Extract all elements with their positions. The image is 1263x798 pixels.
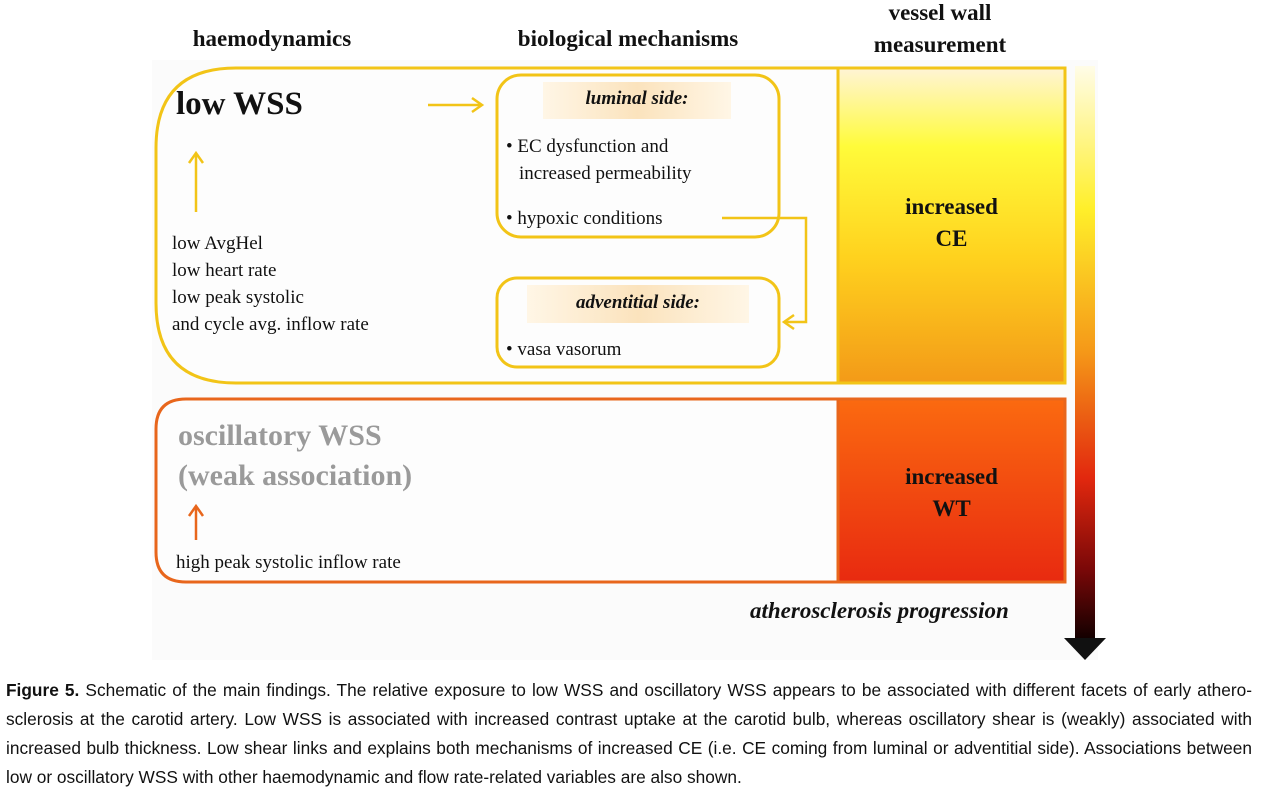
luminal-bullet-ec-line2: increased permeability <box>519 163 692 184</box>
low-wss-factors-up-arrow <box>187 150 205 212</box>
wt-result-box <box>836 397 1067 584</box>
osc-wss-factor-up-arrow <box>187 503 205 540</box>
low-wss-to-mechanisms-arrow <box>428 96 485 114</box>
luminal-bullet-ec-line1: • EC dysfunction and <box>506 136 669 157</box>
wt-result-line1: increased <box>905 464 998 489</box>
luminal-side-heading: luminal side: <box>585 88 689 109</box>
figure-caption: Figure 5. Schematic of the main findings… <box>6 676 1252 792</box>
figure-label: Figure 5. <box>6 680 80 700</box>
luminal-heading-bg <box>543 82 731 119</box>
low-wss-factor-3: low peak systolic <box>172 287 304 308</box>
low-wss-factor-1: low AvgHel <box>172 233 263 254</box>
low-wss-title: low WSS <box>176 86 303 122</box>
caption-text: Schematic of the main findings. The rela… <box>6 680 1252 787</box>
osc-wss-title-line1: oscillatory WSS <box>178 419 382 452</box>
progression-arrow <box>1064 66 1106 660</box>
ce-result-line1: increased <box>905 194 998 219</box>
haemodynamics-header: haemodynamics <box>192 26 352 51</box>
adventitial-heading-bg <box>527 285 749 323</box>
luminal-bullet-hypoxic: • hypoxic conditions <box>506 208 663 229</box>
adventitial-bullet-vasa-vasorum: • vasa vasorum <box>506 339 622 360</box>
adventitial-side-heading: adventitial side: <box>575 292 700 313</box>
hypoxic-to-vasa-vasorum-connector <box>722 216 808 331</box>
osc-wss-factor: high peak systolic inflow rate <box>176 552 401 573</box>
ce-result-line2: CE <box>935 226 968 251</box>
progression-label: atherosclerosis progression <box>750 598 1009 623</box>
vessel-wall-header-line2: measurement <box>873 32 1007 57</box>
low-wss-factor-4: and cycle avg. inflow rate <box>172 314 369 335</box>
ce-result-box <box>836 66 1067 385</box>
osc-wss-title-line2: (weak association) <box>178 459 413 492</box>
wt-result-line2: WT <box>932 496 971 521</box>
findings-diagram: haemodynamics biological mechanisms vess… <box>154 0 1106 660</box>
vessel-wall-header-line1: vessel wall <box>888 0 992 25</box>
biological-mechanisms-header: biological mechanisms <box>517 26 739 51</box>
low-wss-factor-2: low heart rate <box>172 260 277 281</box>
diagram-graphics <box>154 66 1106 660</box>
